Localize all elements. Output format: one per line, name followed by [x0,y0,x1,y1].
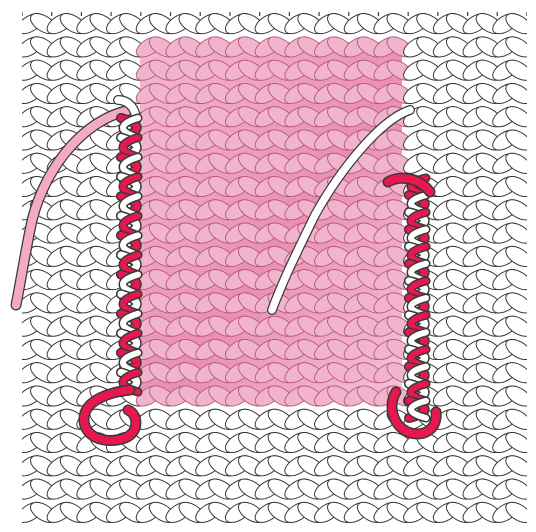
cast-on-edge-mark [194,4,206,16]
fabric-stitch-loop [502,359,535,387]
fabric-stitch-loop [502,289,535,317]
fabric-stitch-loop [502,452,535,480]
fabric-stitch-loop [502,242,535,270]
cast-on-edge-mark [313,4,325,16]
cast-on-edge-mark [402,4,414,16]
fabric-stitch-loop [502,382,535,410]
fabric-stitch-loop [502,172,535,200]
cast-on-edge-mark [165,4,177,16]
cast-on-edge-mark [462,4,474,16]
cast-on-edge-mark [254,4,266,16]
cast-on-edge-mark [343,4,355,16]
fabric-stitch-loop [502,498,535,526]
right-seam-stitches [409,178,426,418]
left-seam-stitches [121,118,138,392]
fabric-stitch-loop [502,103,535,131]
cast-on-edge-mark [135,4,147,16]
cast-on-edge-mark [283,4,295,16]
fabric-stitch-loop [502,265,535,293]
fabric-stitch-loop [502,79,535,107]
cast-on-edge-mark [491,4,503,16]
fabric-stitch-loop [502,405,535,433]
fabric-stitch-loop [502,312,535,340]
fabric-stitch-loop [502,428,535,456]
cast-on-edge-mark [46,4,58,16]
fabric-stitch-loop [502,475,535,503]
cast-on-edge-mark [75,4,87,16]
fabric-stitch-loop [502,9,535,37]
cast-on-edge-mark [372,4,384,16]
cast-on-edge-mark [432,4,444,16]
fabric-stitch-loop [502,56,535,84]
fabric-stitch-loop [502,33,535,61]
fabric-stitch-loop [502,149,535,177]
fabric-stitch-loop [502,196,535,224]
fabric-stitch-loop [502,219,535,247]
cast-on-edge-mark [224,4,236,16]
cast-on-edge-mark [521,4,533,16]
cast-on-edge-mark [105,4,117,16]
fabric-stitch-loop [502,126,535,154]
cast-on-edge-mark [16,4,28,16]
fabric-stitch-loop [502,335,535,363]
